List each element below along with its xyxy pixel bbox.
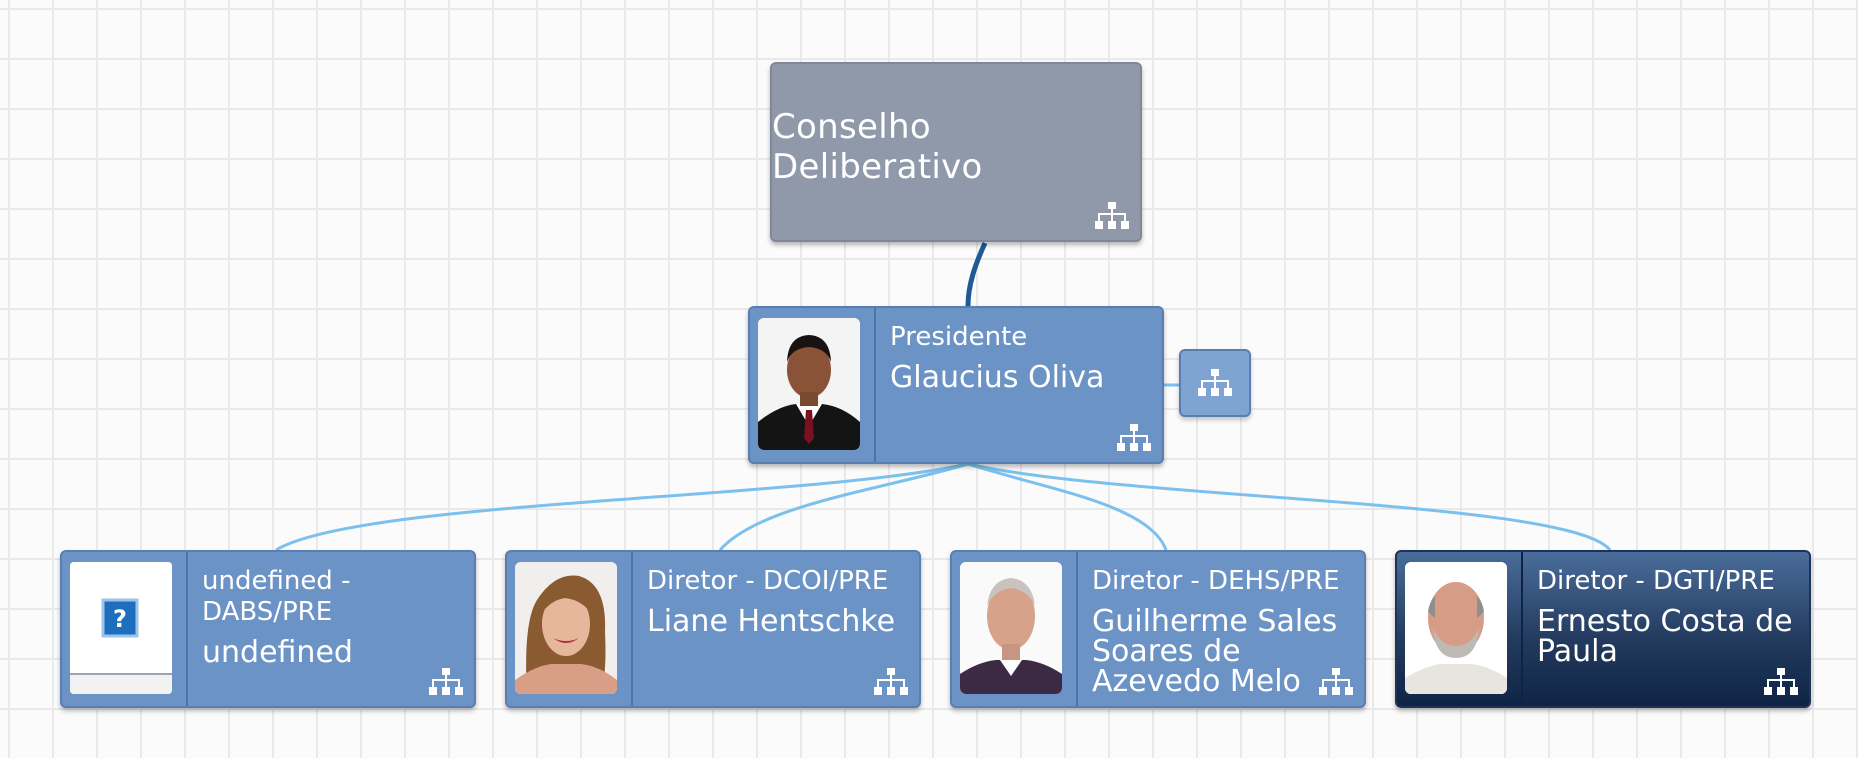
president-name: Glaucius Oliva xyxy=(890,360,1105,395)
link-president-dcoi xyxy=(718,462,969,551)
svg-text:?: ? xyxy=(113,605,127,633)
director-photo: ? xyxy=(70,562,172,694)
root-node[interactable]: Conselho Deliberativo xyxy=(770,62,1142,242)
president-photo xyxy=(758,318,860,450)
bald-man-portrait-icon xyxy=(1405,562,1507,694)
president-node[interactable]: Presidente Glaucius Oliva xyxy=(748,306,1164,464)
root-node-title: Conselho Deliberativo xyxy=(772,107,983,187)
org-chart-icon[interactable] xyxy=(1094,202,1130,232)
woman-portrait-icon xyxy=(515,562,617,694)
photo-cell xyxy=(750,308,876,462)
missing-image-placeholder-icon: ? xyxy=(70,562,172,694)
expand-subordinates-icon xyxy=(1198,369,1232,396)
director-photo xyxy=(515,562,617,694)
director-title: undefined - DABS/PRE xyxy=(202,566,351,627)
photo-cell xyxy=(507,552,633,706)
link-root-president xyxy=(965,241,988,307)
director-photo xyxy=(1405,562,1507,694)
older-man-portrait-icon xyxy=(960,562,1062,694)
link-president-dehs xyxy=(967,462,1168,551)
director-title: Diretor - DEHS/PRE xyxy=(1092,566,1340,596)
director-node-dgti[interactable]: Diretor - DGTI/PRE Ernesto Costa de Paul… xyxy=(1395,550,1811,708)
link-president-dabs xyxy=(275,462,969,552)
org-chart-icon[interactable] xyxy=(873,668,909,698)
director-title: Diretor - DGTI/PRE xyxy=(1537,566,1775,596)
photo-cell xyxy=(952,552,1078,706)
director-node-dcoi[interactable]: Diretor - DCOI/PRE Liane Hentschke xyxy=(505,550,921,708)
director-photo xyxy=(960,562,1062,694)
director-node-dehs[interactable]: Diretor - DEHS/PRE Guilherme Sales Soare… xyxy=(950,550,1366,708)
director-name: Liane Hentschke xyxy=(647,604,896,639)
link-president-dgti xyxy=(967,462,1612,551)
director-name: Guilherme Sales Soares de Azevedo Melo xyxy=(1092,604,1338,699)
org-chart-icon[interactable] xyxy=(1763,668,1799,698)
photo-cell xyxy=(1397,552,1523,706)
director-name: Ernesto Costa de Paula xyxy=(1537,604,1793,669)
man-suit-portrait-icon xyxy=(758,318,860,450)
org-chart-icon[interactable] xyxy=(1116,424,1152,454)
director-node-dabs[interactable]: ? undefined - DABS/PRE undefined xyxy=(60,550,476,708)
director-title: Diretor - DCOI/PRE xyxy=(647,566,889,596)
org-chart-icon[interactable] xyxy=(428,668,464,698)
president-title: Presidente xyxy=(890,322,1028,352)
photo-cell: ? xyxy=(62,552,188,706)
director-name: undefined xyxy=(202,635,353,670)
expand-subordinates-button[interactable] xyxy=(1179,349,1251,417)
org-chart-icon[interactable] xyxy=(1318,668,1354,698)
